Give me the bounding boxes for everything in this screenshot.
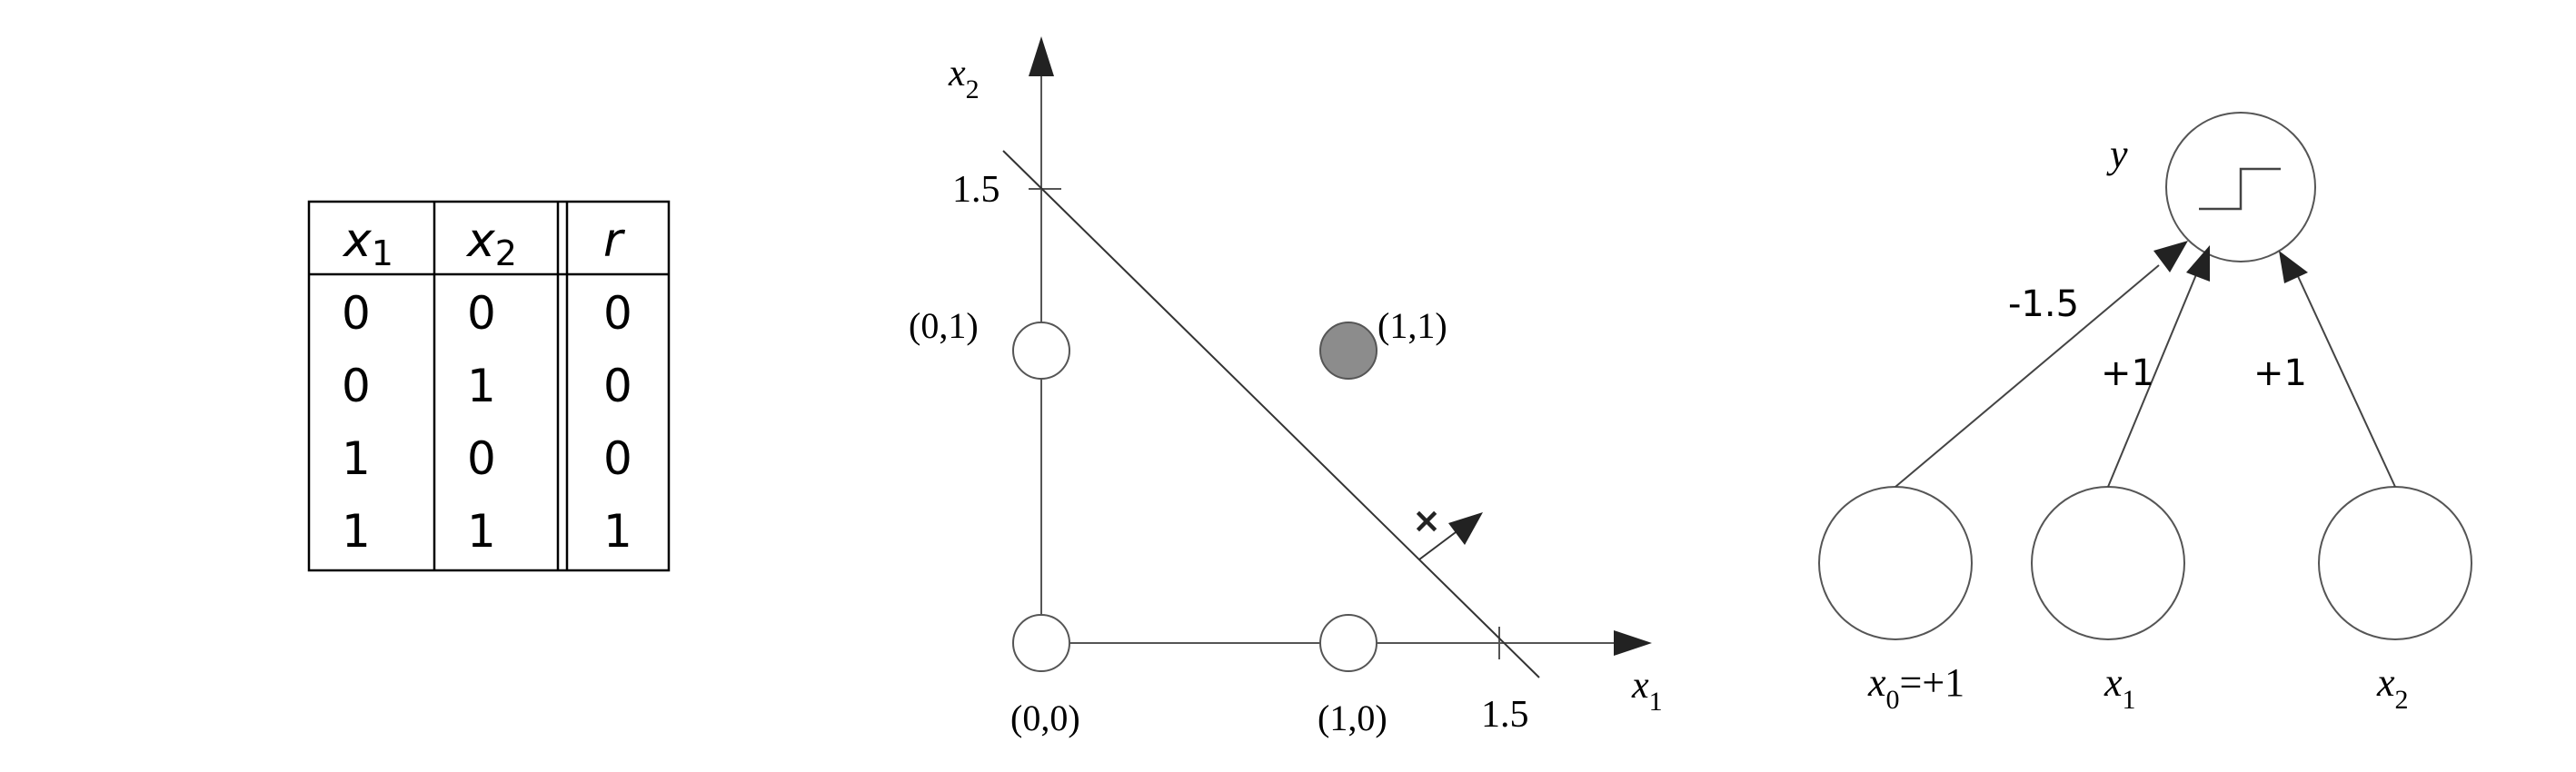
x-tick-label: 1.5 [1481,694,1529,736]
normal-arrow-head [1448,512,1483,545]
point-label: (1,0) [1318,698,1387,738]
x2-axis-arrowhead [1029,36,1054,76]
table-cell: 0 [467,432,496,485]
y-axis-label: x2 [948,53,980,104]
input-node-x0 [1818,486,1973,640]
table-cell: 0 [603,360,632,412]
table-cell: 0 [342,287,371,340]
decision-boundary-line [1002,150,1540,678]
table-cell: 1 [342,505,371,558]
step-function-icon [2199,167,2281,211]
point-1-1 [1319,322,1378,380]
point-label: (1,1) [1378,305,1447,346]
truth-table [307,200,671,572]
point-0-0 [1012,614,1070,672]
output-label: y [2106,132,2128,176]
point-label: (0,0) [1010,698,1080,738]
table-header-row: x1 x2 r [342,213,626,273]
table-cell: 1 [342,432,371,485]
perceptron-network: y -1.5 +1 +1 x0=+1 x1 x2 [1818,112,2472,715]
x1-axis-arrowhead [1614,630,1652,656]
point-1-0 [1319,614,1378,672]
table-cell: 0 [603,287,632,340]
weight-label-x0: -1.5 [2008,283,2079,325]
point-0-1 [1012,322,1070,380]
connection-x0-y [1895,264,2160,488]
connection-arrowhead [2153,241,2188,272]
table-header-r: r [603,213,626,268]
normal-cross-marker: × [1412,500,1441,540]
input-label-x0: x0=+1 [1867,660,1964,715]
table-border [307,200,671,572]
table-header-x1: x1 [342,213,393,273]
x-axis-label: x1 [1631,665,1663,717]
table-header-x2: x2 [465,213,517,273]
table-cell: 1 [603,505,632,558]
table-cell: 0 [342,360,371,412]
normal-arrow-shaft [1418,531,1457,560]
connection-x1-y [2107,272,2198,488]
input-label-x1: x1 [2104,660,2136,715]
weight-label-x2: +1 [2253,352,2307,394]
connection-arrowhead [2279,251,2308,283]
table-cell: 0 [467,287,496,340]
weight-label-x1: +1 [2101,352,2154,394]
table-body: 0 0 0 0 1 0 1 0 0 1 1 1 [342,287,632,558]
input-node-x2 [2318,486,2472,640]
connection-x2-y [2296,273,2396,488]
connection-arrowhead [2186,245,2210,282]
table-cell: 1 [467,360,496,412]
point-label: (0,1) [909,305,979,346]
input-label-x2: x2 [2376,660,2409,715]
input-node-x1 [2031,486,2185,640]
y-tick-label: 1.5 [952,169,1000,211]
table-cell: 0 [603,432,632,485]
decision-plot: × (0,0) (1,0) (0,1) (1,1) 1.5 1.5 x2 x1 [909,36,1663,738]
table-cell: 1 [467,505,496,558]
